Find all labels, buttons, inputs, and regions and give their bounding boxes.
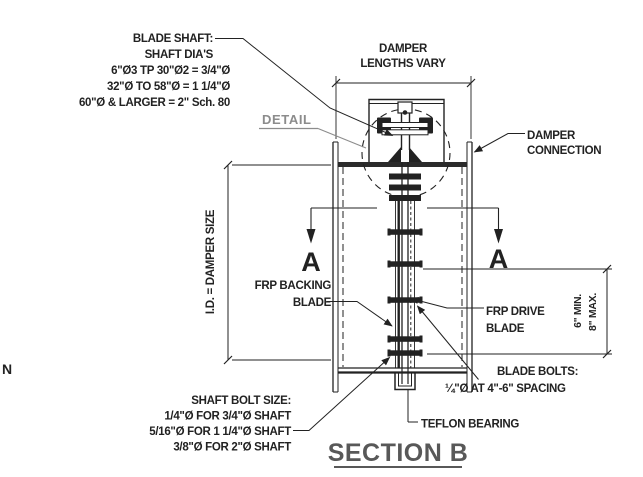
damper-length-dimension	[331, 76, 476, 139]
section-arrow-left	[306, 229, 316, 244]
frp-drive-label-line2: BLADE	[486, 323, 525, 335]
shaft-bolt-note-line1: SHAFT BOLT SIZE:	[191, 395, 291, 407]
blade-shaft-note-line5: 60"Ø & LARGER = 2" Sch. 80	[79, 97, 230, 109]
frp-backing-leader	[327, 301, 393, 327]
id-dimension-label: I.D. = DAMPER SIZE	[205, 209, 217, 314]
frp-backing-label-line2: BLADE	[293, 297, 332, 309]
frp-drive-label-line1: FRP DRIVE	[486, 306, 545, 318]
blade-shaft-note-line2: SHAFT DIA'S	[145, 49, 214, 61]
teflon-bearing-leader	[407, 389, 418, 423]
damper-connection-label-line1: DAMPER	[527, 130, 576, 142]
section-arrow-right	[494, 229, 503, 244]
blade-bolt-row	[387, 228, 423, 357]
section-cut-line-a	[306, 207, 503, 244]
section-marker-a-left: A	[301, 247, 321, 277]
section-marker-a-right: A	[489, 244, 509, 274]
blade-bolts-label-line1: BLADE BOLTS:	[497, 366, 578, 378]
max-dimension-label: 8" MAX.	[587, 293, 599, 331]
damper-connection-label-line2: CONNECTION	[527, 145, 601, 157]
min-max-dimension-lines	[423, 264, 612, 359]
frp-drive-leader	[409, 297, 484, 309]
detail-leader	[259, 127, 367, 149]
leader-lines	[215, 38, 525, 431]
shaft-coupling	[377, 101, 433, 162]
min-dimension-label: 6" MIN.	[572, 294, 584, 328]
id-dimension-lines	[223, 160, 331, 365]
blade-shaft-note-line1: BLADE SHAFT:	[133, 33, 213, 45]
blade-bolts-label-line2: ¼"Ø AT 4"-6" SPACING	[445, 383, 566, 395]
shaft-bolt-leader	[293, 356, 391, 431]
blade-shaft-assembly	[387, 162, 423, 368]
damper-lengths-label-line2: LENGTHS VARY	[360, 58, 446, 70]
shaft-bolt-note-line3: 5/16"Ø FOR 1 1/4"Ø SHAFT	[149, 426, 291, 438]
blade-shaft-leader	[215, 38, 394, 136]
shaft-bolt-note-line4: 3/8"Ø FOR 2"Ø SHAFT	[173, 442, 291, 454]
shaft-bolt-note-line2: 1/4"Ø FOR 3/4"Ø SHAFT	[164, 411, 291, 423]
teflon-bearing	[394, 368, 416, 391]
section-title: SECTION B	[328, 439, 469, 467]
edge-text-fragment: N	[2, 361, 12, 377]
damper-lengths-label-line1: DAMPER	[379, 43, 428, 55]
blade-shaft-note-line4: 32"Ø TO 58"Ø = 1 1/4"Ø	[107, 81, 230, 93]
blade-shaft-note-line3: 6"Ø3 TP 30"Ø2 = 3/4"Ø	[111, 65, 230, 77]
damper-connection-leader	[473, 133, 525, 153]
blade-bolts-leader	[416, 305, 479, 380]
frp-backing-label-line1: FRP BACKING	[255, 280, 332, 292]
detail-label: DETAIL	[262, 112, 312, 127]
teflon-bearing-label: TEFLON BEARING	[421, 419, 519, 431]
